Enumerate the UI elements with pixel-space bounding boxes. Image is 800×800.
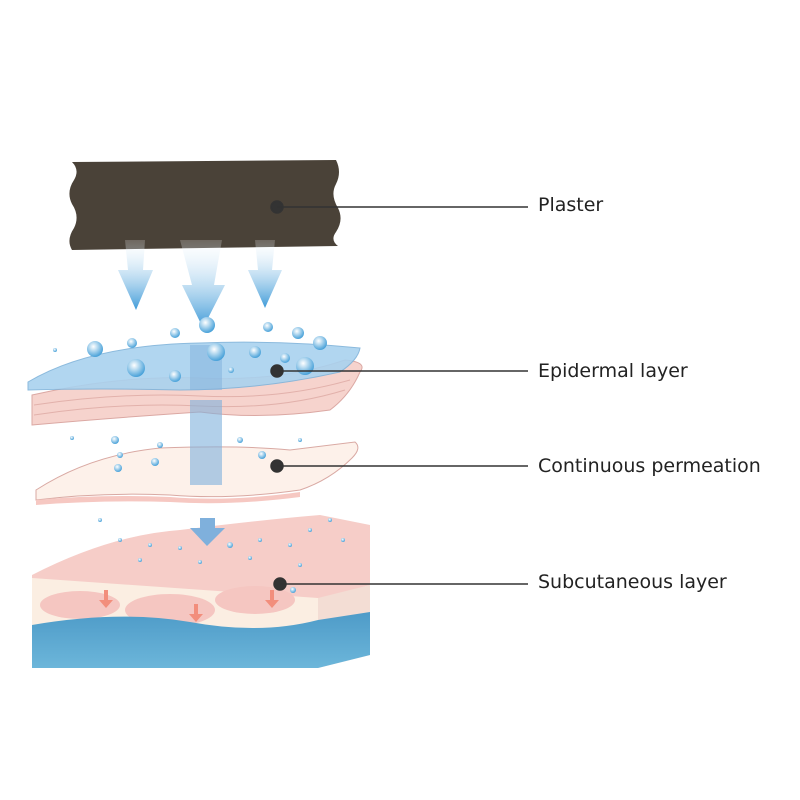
permeation-layer xyxy=(35,400,359,505)
label-plaster: Plaster xyxy=(538,194,604,216)
subcutaneous-block xyxy=(32,515,370,668)
permeation-arrows xyxy=(118,240,282,328)
label-subcutaneous-layer: Subcutaneous layer xyxy=(538,571,727,593)
label-epidermal-layer: Epidermal layer xyxy=(538,360,688,382)
water-droplets xyxy=(53,317,345,593)
label-continuous-permeation: Continuous permeation xyxy=(538,455,761,477)
leader-lines xyxy=(270,200,528,591)
plaster-patch xyxy=(69,160,341,250)
